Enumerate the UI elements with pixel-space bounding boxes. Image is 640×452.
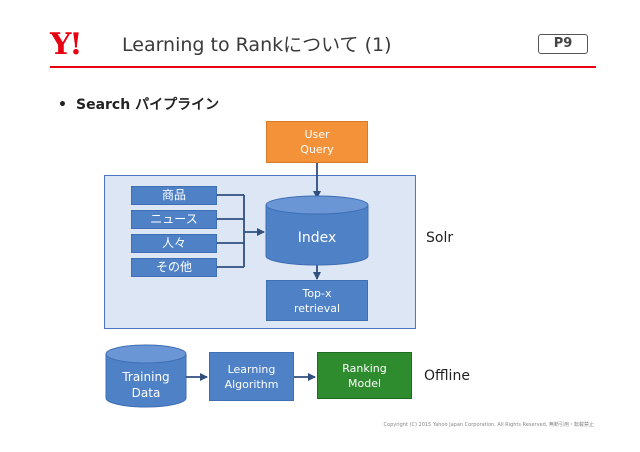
index-cylinder [265,195,369,266]
topx-retrieval-box: Top-x retrieval [266,280,368,321]
training-data-label: Training Data [106,369,186,401]
source-other: その他 [131,258,217,277]
index-label: Index [297,230,337,246]
ranking-model-box: Ranking Model [317,352,412,399]
copyright-text: Copyright (C) 2015 Yahoo Japan Corporati… [383,422,594,428]
header-divider [50,66,596,68]
topx-line1: Top-x [302,287,332,300]
topx-line2: retrieval [293,302,340,315]
source-news: ニュース [131,210,217,229]
solr-label: Solr [426,230,454,246]
learning-algorithm-box: Learning Algorithm [209,352,294,401]
user-query-box: User Query [266,121,368,163]
user-query-line1: User [304,128,330,141]
learning-line2: Algorithm [224,378,279,391]
page-number-badge: P9 [538,34,588,54]
sources-to-index-connector [217,194,265,268]
user-query-line2: Query [300,143,334,156]
source-people: 人々 [131,234,217,253]
ranking-line1: Ranking [342,362,387,375]
bullet-dot: • [58,97,67,113]
training-data-line1: Training [122,370,170,384]
slide-title: Learning to Rankについて (1) [122,34,392,56]
yahoo-logo: Y! [50,27,83,62]
training-data-cylinder [105,344,187,408]
bullet-item: • Search パイプライン [58,96,219,114]
learning-line1: Learning [227,363,276,376]
bullet-text: Search パイプライン [76,97,220,113]
ranking-line2: Model [347,377,382,390]
training-data-line2: Data [131,386,161,400]
offline-label: Offline [424,368,470,384]
source-products: 商品 [131,186,217,205]
